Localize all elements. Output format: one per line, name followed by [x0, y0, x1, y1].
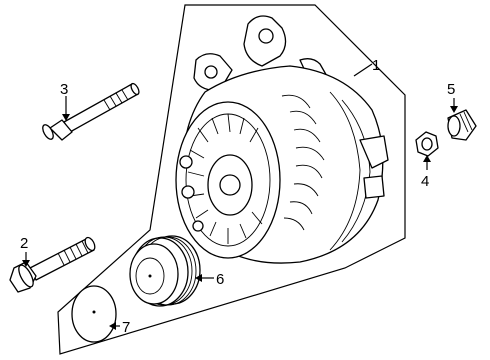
leader-lines	[22, 63, 458, 330]
callout-5: 5	[447, 81, 455, 98]
callout-2: 2	[20, 235, 28, 252]
long-bolt	[9, 236, 96, 293]
assembly-boundary	[57, 4, 406, 355]
pulley	[129, 235, 201, 307]
callout-1: 1	[372, 57, 380, 74]
callout-4: 4	[421, 173, 429, 190]
cap-connector	[447, 109, 477, 141]
stud-bolt	[42, 82, 140, 141]
callout-3: 3	[60, 81, 68, 98]
dust-cover	[71, 285, 117, 343]
alternator-assembly	[175, 15, 389, 264]
nut	[415, 131, 439, 157]
callout-7: 7	[122, 319, 130, 336]
callout-6: 6	[216, 271, 224, 288]
